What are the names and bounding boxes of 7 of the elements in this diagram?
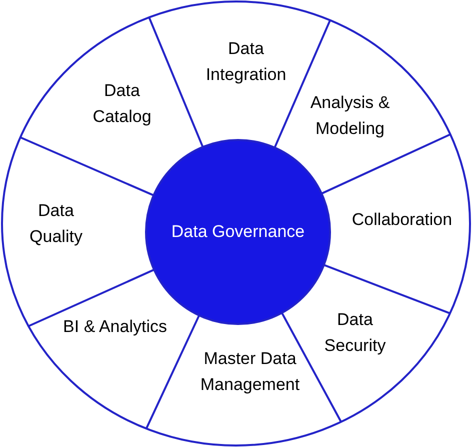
segment-label: Collaboration bbox=[337, 207, 467, 233]
segment-label: Data Integration bbox=[186, 36, 306, 88]
segment-label: Data Quality bbox=[11, 198, 101, 250]
segment-label: BI & Analytics bbox=[60, 314, 170, 340]
segment-label: Data Catalog bbox=[77, 78, 167, 130]
hub-label: Data Governance bbox=[168, 219, 308, 245]
segment-label: Analysis & Modeling bbox=[290, 90, 410, 142]
